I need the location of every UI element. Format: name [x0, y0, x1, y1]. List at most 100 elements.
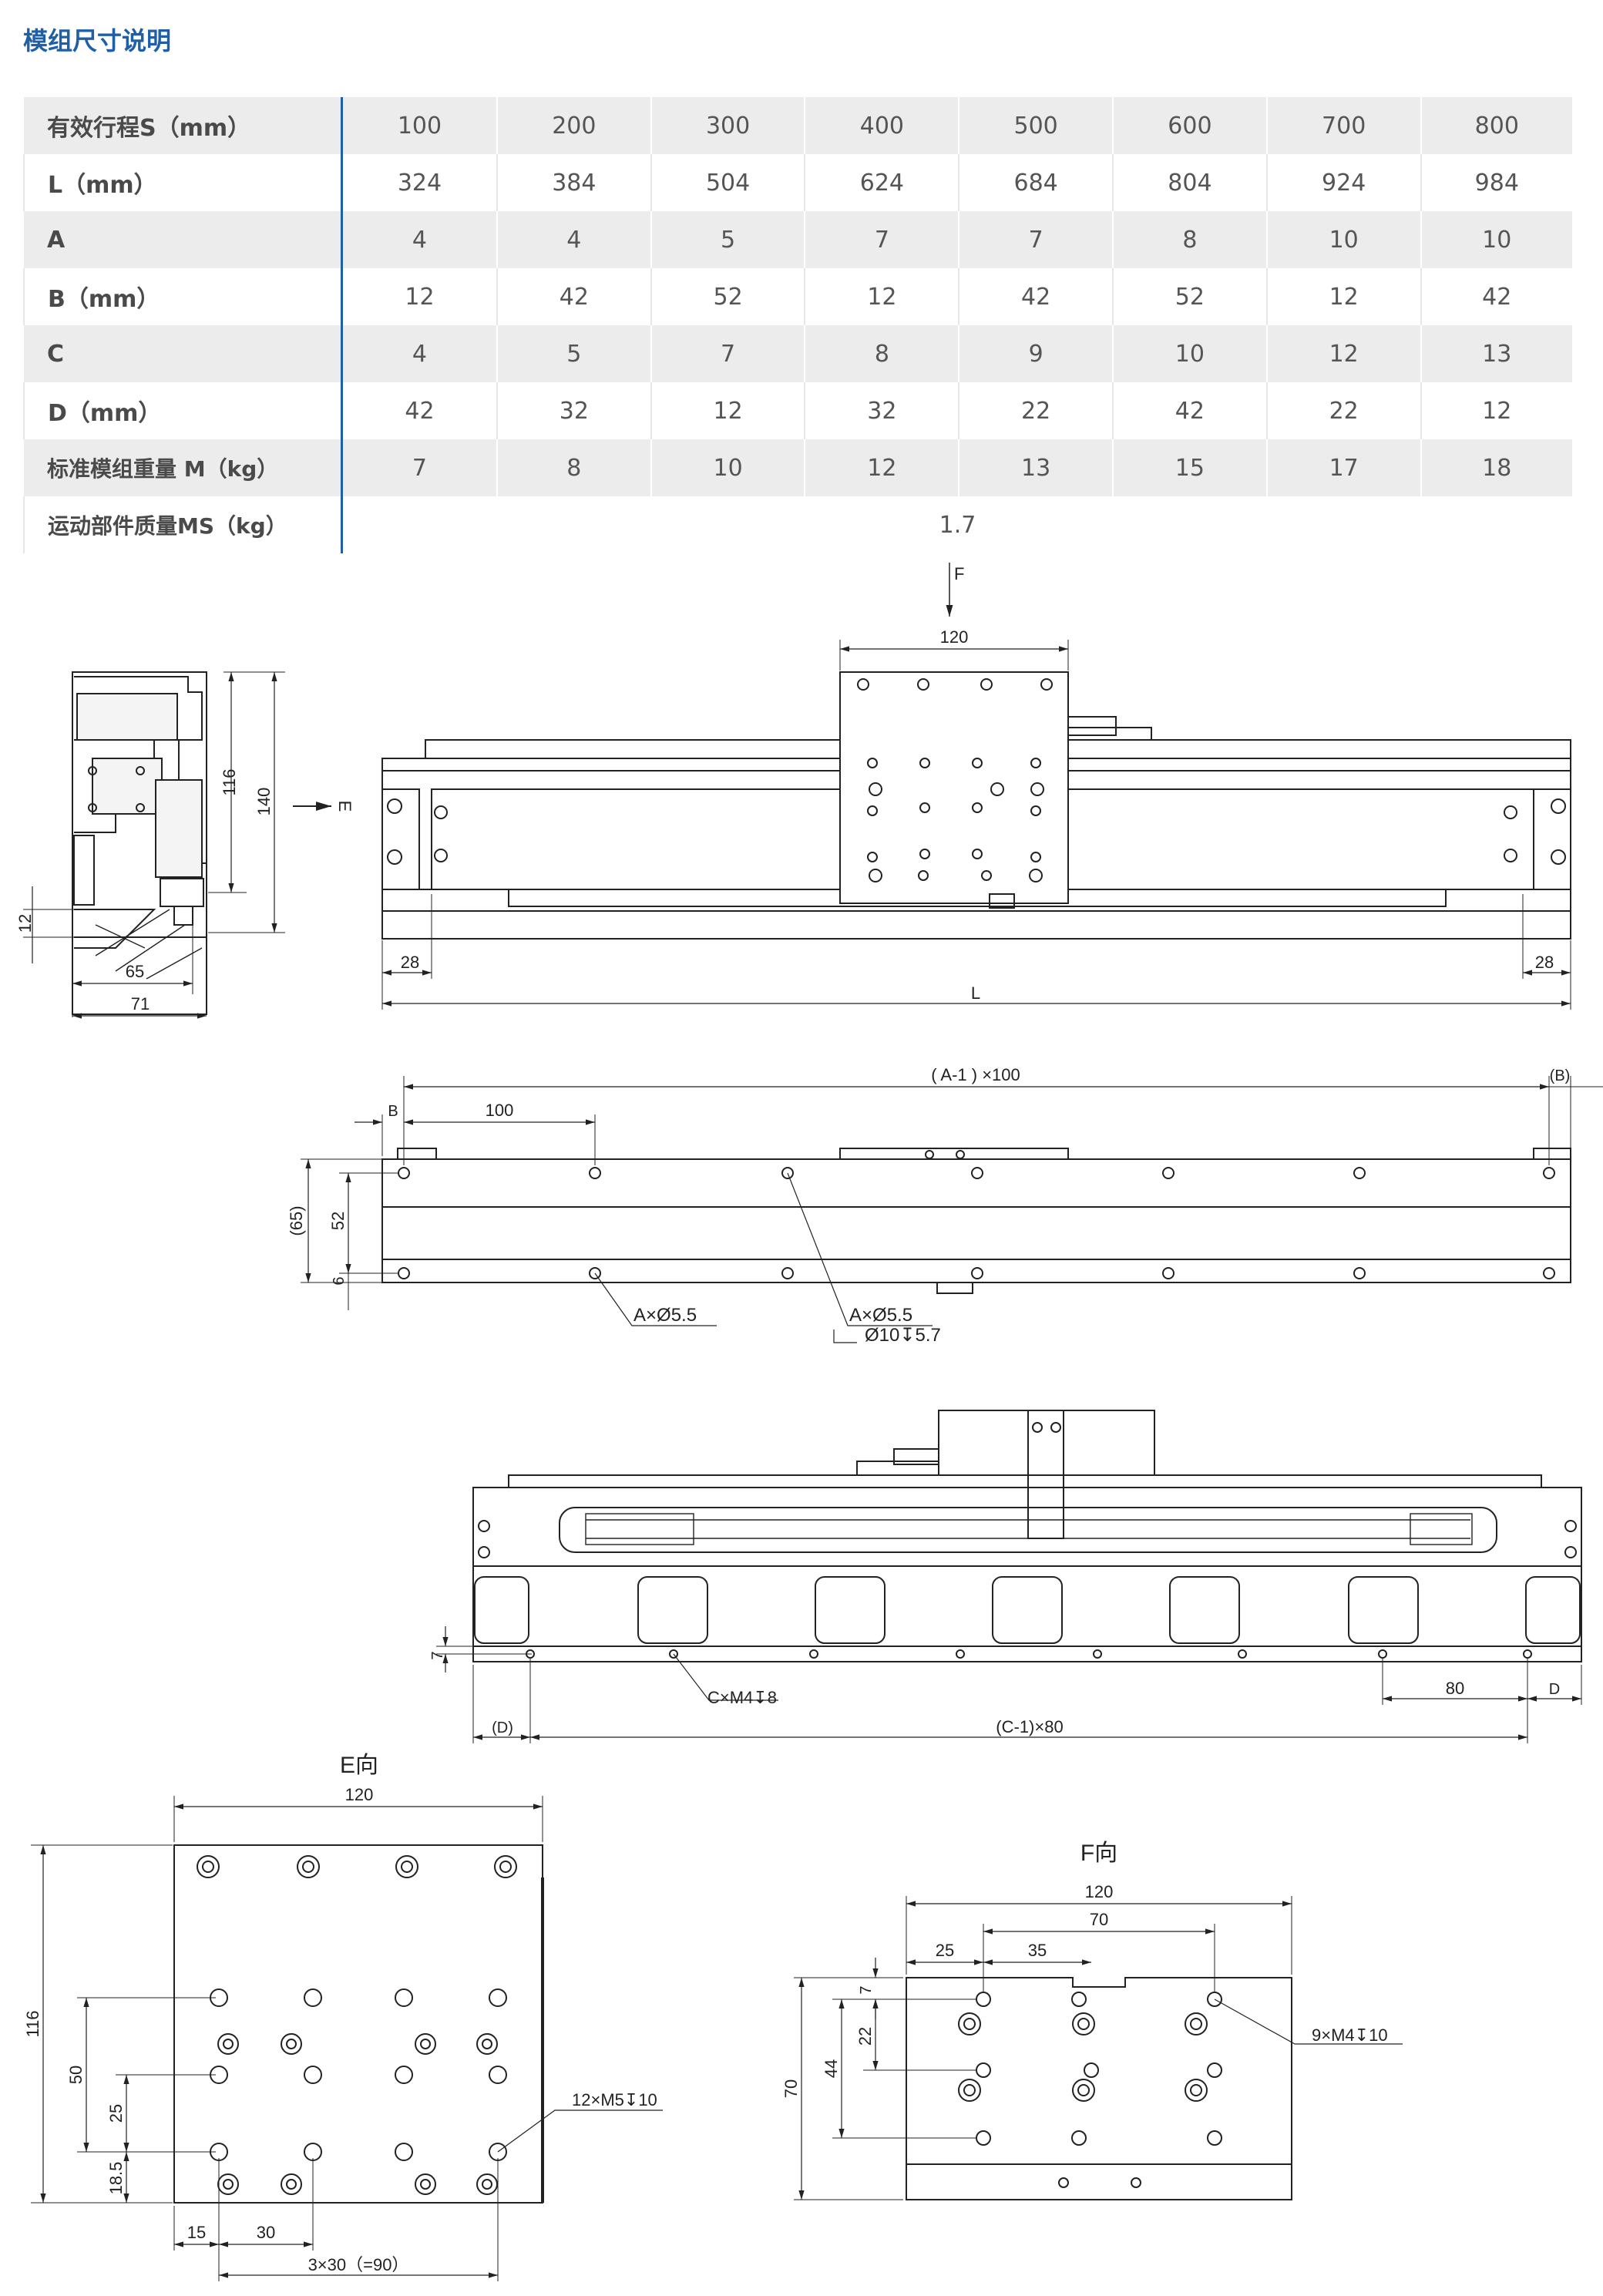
- cell: 7: [958, 211, 1114, 268]
- cell: 13: [1420, 325, 1572, 382]
- dim-B-left: B: [388, 1103, 398, 1120]
- spec-table: 有效行程S（mm） 100 200 300 400 500 600 700 80…: [23, 97, 1572, 553]
- cell: 12: [1265, 268, 1421, 325]
- cell: 42: [1420, 268, 1572, 325]
- cell: 400: [804, 97, 959, 154]
- dim-f-7: 7: [858, 1985, 875, 1994]
- row-label: 运动部件质量MS（kg）: [23, 496, 343, 553]
- cell: 8: [804, 325, 959, 382]
- cell: 5: [650, 211, 805, 268]
- top-view: [301, 1076, 1603, 1343]
- cell: 42: [341, 382, 497, 439]
- front-view: [381, 563, 1571, 1010]
- cell: 15: [1112, 439, 1267, 496]
- dim-12: 12: [15, 914, 35, 933]
- cell: 17: [1265, 439, 1421, 496]
- dim-28-right: 28: [1535, 953, 1554, 972]
- cell: 100: [341, 97, 497, 154]
- row-label: B（mm）: [23, 268, 343, 325]
- row-label: D（mm）: [23, 382, 343, 439]
- view-f-title: F向: [1080, 1840, 1117, 1866]
- dim-65: (65): [287, 1205, 306, 1235]
- dim-f-44: 44: [822, 2059, 841, 2078]
- dim-120: 120: [940, 627, 969, 647]
- dim-e-15: 15: [187, 2223, 206, 2242]
- row-label: A: [24, 211, 343, 268]
- cell: 800: [1420, 97, 1572, 154]
- dim-A-spacing: ( A-1 ) ×100: [931, 1065, 1020, 1084]
- cell: 32: [804, 382, 959, 439]
- table-row: L（mm） 324 384 504 624 684 804 924 984: [23, 154, 1572, 211]
- cell: 7: [650, 325, 805, 382]
- cell: 700: [1265, 97, 1421, 154]
- dim-71: 71: [131, 994, 150, 1014]
- cell: 624: [804, 154, 959, 211]
- dim-e-50: 50: [66, 2066, 86, 2084]
- cell: 12: [804, 268, 959, 325]
- side-view: [23, 671, 331, 1019]
- arrow-e-label: E: [335, 801, 355, 812]
- table-row: 标准模组重量 M（kg） 7 8 10 12 13 15 17 18: [24, 439, 1572, 496]
- row-label: L（mm）: [23, 154, 343, 211]
- cell: 42: [496, 268, 651, 325]
- cell: 12: [1420, 382, 1572, 439]
- dim-C-spacing: (C-1)×80: [996, 1717, 1063, 1736]
- dim-D: D: [1549, 1681, 1560, 1698]
- dim-f-25: 25: [936, 1941, 954, 1960]
- dim-7: 7: [429, 1651, 446, 1659]
- dim-e-18-5: 18.5: [106, 2162, 126, 2195]
- dim-f-35: 35: [1028, 1941, 1047, 1960]
- cell: 8: [1112, 211, 1267, 268]
- cell: 42: [958, 268, 1114, 325]
- cell: 10: [1112, 325, 1267, 382]
- cell: 7: [804, 211, 959, 268]
- table-row: D（mm） 42 32 12 32 22 42 22 12: [23, 382, 1572, 439]
- cell: 8: [496, 439, 651, 496]
- callout-hole-cbore: A×Ø5.5: [849, 1305, 912, 1326]
- cell: 12: [804, 439, 959, 496]
- row-label: 标准模组重量 M（kg）: [24, 439, 343, 496]
- dim-28-left: 28: [401, 953, 419, 972]
- dim-e-116: 116: [23, 2010, 42, 2037]
- callout-e-tapped: 12×M5↧10: [572, 2090, 657, 2109]
- cell: 10: [650, 439, 805, 496]
- cell: 5: [496, 325, 651, 382]
- row-label: 有效行程S（mm）: [24, 97, 343, 154]
- cell: 384: [496, 154, 651, 211]
- cell: 4: [341, 211, 497, 268]
- cell: 13: [958, 439, 1114, 496]
- cell: 52: [1112, 268, 1267, 325]
- cell: 12: [650, 382, 805, 439]
- cell: 984: [1420, 154, 1572, 211]
- cell: 18: [1420, 439, 1572, 496]
- dim-e-25: 25: [106, 2104, 126, 2123]
- cell: 504: [650, 154, 805, 211]
- cell: 12: [1265, 325, 1421, 382]
- dim-100: 100: [486, 1101, 514, 1120]
- dim-f-120: 120: [1085, 1882, 1114, 1901]
- dim-e-90: 3×30（=90）: [308, 2255, 409, 2274]
- view-e: [31, 1796, 663, 2281]
- dim-e-120: 120: [345, 1785, 374, 1804]
- dim-D-paren: (D): [492, 1719, 513, 1736]
- dim-B-right: (B): [1550, 1067, 1571, 1084]
- table-row: C 4 5 7 8 9 10 12 13: [24, 325, 1572, 382]
- cell: 42: [1112, 382, 1267, 439]
- callout-tapped-holes: C×M4↧8: [707, 1688, 777, 1707]
- dim-e-30: 30: [257, 2223, 275, 2242]
- cell: 7: [341, 439, 497, 496]
- cell: 684: [958, 154, 1114, 211]
- bottom-view: [436, 1410, 1582, 1743]
- page-title: 模组尺寸说明: [23, 26, 172, 55]
- dim-140: 140: [254, 788, 274, 816]
- cell: 22: [958, 382, 1114, 439]
- view-e-title: E向: [340, 1753, 378, 1778]
- cell: 924: [1265, 154, 1421, 211]
- cell: 4: [341, 325, 497, 382]
- table-row: 有效行程S（mm） 100 200 300 400 500 600 700 80…: [24, 97, 1572, 154]
- cell: 52: [650, 268, 805, 325]
- cell: 4: [496, 211, 651, 268]
- dim-80: 80: [1446, 1679, 1464, 1698]
- cell: 500: [958, 97, 1114, 154]
